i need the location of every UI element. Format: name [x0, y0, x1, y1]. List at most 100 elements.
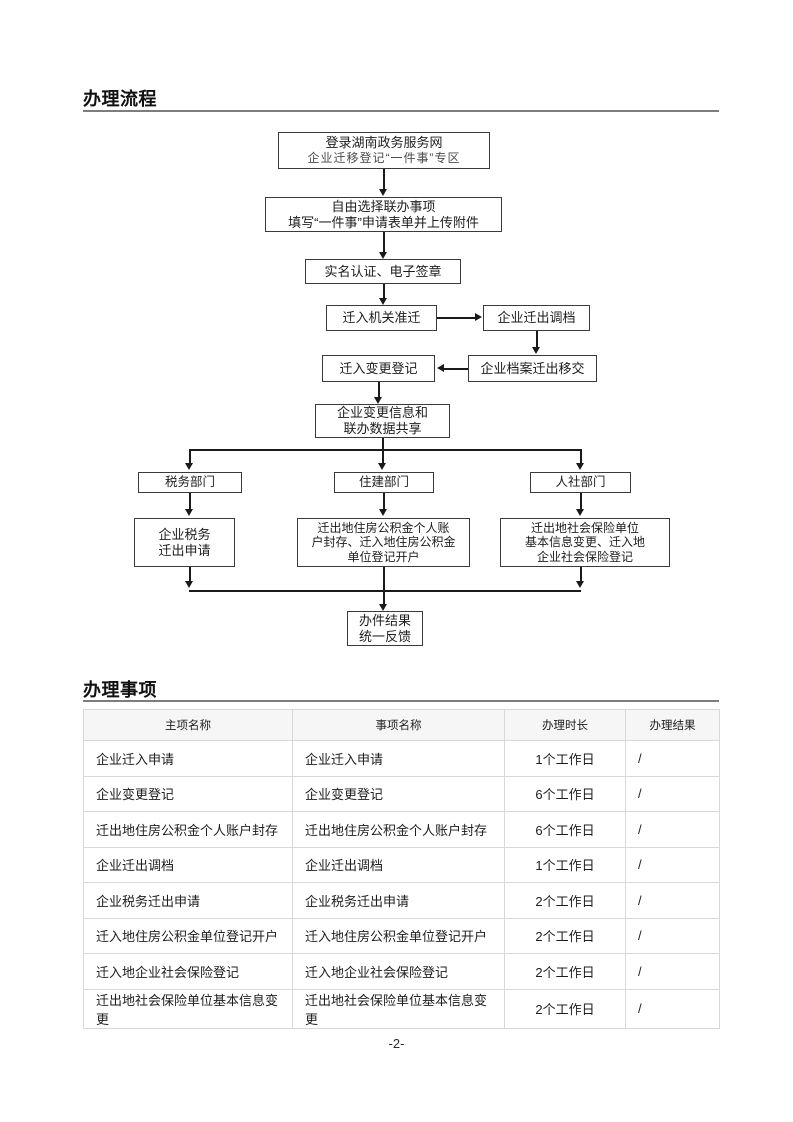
flow-node-dept-tax-line1: 税务部门 — [164, 474, 215, 489]
cell-result: / — [625, 775, 720, 812]
cell-duration: 2个工作日 — [504, 988, 626, 1029]
flow-node-login-line1: 登录湖南政务服务网 — [325, 135, 443, 151]
cell-result: / — [625, 917, 720, 954]
flow-node-hr-detail: 迁出地社会保险单位 基本信息变更、迁入地 企业社会保险登记 — [500, 518, 670, 567]
arrow-down-icon — [374, 397, 382, 404]
flow-node-result-line2: 统一反馈 — [358, 628, 411, 644]
flow-node-approve-in-line1: 迁入机关准迁 — [342, 310, 421, 326]
arrow-down-icon — [185, 463, 193, 470]
arrow-down-icon — [576, 581, 584, 588]
flow-node-tax-detail-line1: 企业税务 — [158, 526, 211, 542]
flow-node-archive-handover: 企业档案迁出移交 — [468, 355, 597, 382]
table-header-main-item: 主项名称 — [83, 709, 293, 741]
cell-duration: 6个工作日 — [504, 775, 626, 812]
cell-duration: 1个工作日 — [504, 740, 626, 777]
table-header-result: 办理结果 — [625, 709, 720, 741]
flow-node-hr-detail-line1: 迁出地社会保险单位 — [530, 520, 639, 535]
flow-node-login-line2: 企业迁移登记“一件事”专区 — [307, 151, 461, 166]
section-rule-flow — [83, 110, 719, 112]
cell-item-name: 迁入地企业社会保险登记 — [292, 953, 505, 990]
connector-login-to-select — [383, 169, 385, 190]
cell-duration: 6个工作日 — [504, 811, 626, 848]
flow-node-share-data-line1: 企业变更信息和 — [336, 405, 428, 421]
cell-result: / — [625, 953, 720, 990]
process-flowchart: 登录湖南政务服务网 企业迁移登记“一件事”专区 自由选择联办事项 填写“一件事”… — [134, 132, 670, 646]
flow-node-dept-housing: 住建部门 — [334, 472, 434, 493]
flow-node-result-line1: 办件结果 — [358, 612, 411, 628]
connector-change-register-to-share — [378, 382, 380, 398]
connector-transfer-to-archive — [536, 331, 538, 348]
flow-node-hr-detail-line2: 基本信息变更、迁入地 — [524, 535, 645, 550]
arrow-down-icon — [532, 347, 540, 354]
flow-node-housing-detail: 迁出地住房公积金个人账 户封存、迁入地住房公积金 单位登记开户 — [297, 518, 470, 567]
arrow-down-icon — [379, 252, 387, 259]
arrow-down-icon — [379, 298, 387, 305]
flow-node-transfer-out-file-line1: 企业迁出调档 — [497, 310, 576, 326]
table-header-duration: 办理时长 — [504, 709, 626, 741]
cell-duration: 2个工作日 — [504, 953, 626, 990]
cell-result: / — [625, 740, 720, 777]
arrow-down-icon — [379, 189, 387, 196]
cell-item-name: 迁出地住房公积金个人账户封存 — [292, 811, 505, 848]
cell-main-item: 迁出地住房公积金个人账户封存 — [83, 811, 293, 848]
flow-node-select-fill: 自由选择联办事项 填写“一件事”申请表单并上传附件 — [265, 197, 502, 232]
cell-result: / — [625, 811, 720, 848]
arrow-left-icon — [437, 364, 444, 372]
connector-housing-to-detail — [383, 493, 385, 510]
cell-item-name: 迁入地住房公积金单位登记开户 — [292, 917, 505, 954]
connector-merge-bus — [189, 590, 581, 592]
flow-node-login: 登录湖南政务服务网 企业迁移登记“一件事”专区 — [278, 132, 490, 169]
flow-node-share-data: 企业变更信息和 联办数据共享 — [315, 404, 450, 438]
arrow-down-icon — [576, 463, 584, 470]
cell-result: / — [625, 846, 720, 883]
cell-main-item: 企业迁出调档 — [83, 846, 293, 883]
cell-main-item: 迁入地企业社会保险登记 — [83, 953, 293, 990]
connector-drop-hr — [580, 449, 582, 464]
flow-node-tax-detail-line2: 迁出申请 — [158, 542, 211, 558]
cell-main-item: 企业迁入申请 — [83, 740, 293, 777]
flow-node-share-data-line2: 联办数据共享 — [343, 421, 422, 436]
flow-node-archive-handover-line1: 企业档案迁出移交 — [480, 360, 585, 376]
cell-main-item: 迁出地社会保险单位基本信息变更 — [83, 988, 293, 1029]
flow-node-result: 办件结果 统一反馈 — [347, 611, 423, 646]
connector-tax-detail-down — [189, 567, 191, 584]
arrow-down-icon — [379, 509, 387, 516]
flow-node-dept-housing-line1: 住建部门 — [358, 474, 409, 489]
section-rule-items — [83, 700, 719, 702]
cell-result: / — [625, 882, 720, 919]
arrow-right-icon — [475, 313, 482, 321]
cell-result: / — [625, 988, 720, 1029]
arrow-down-icon — [378, 463, 386, 470]
flow-node-housing-detail-line3: 单位登记开户 — [347, 549, 420, 564]
connector-approve-to-transfer — [437, 317, 476, 319]
cell-main-item: 企业税务迁出申请 — [83, 882, 293, 919]
page-number: -2- — [388, 1036, 405, 1051]
flow-node-change-register-in-line1: 迁入变更登记 — [339, 360, 418, 376]
cell-item-name: 企业迁出调档 — [292, 846, 505, 883]
table-header-row: 主项名称 事项名称 办理时长 办理结果 — [83, 709, 720, 741]
flow-node-select-fill-line1: 自由选择联办事项 — [331, 198, 436, 214]
arrow-down-icon — [185, 581, 193, 588]
cell-item-name: 企业税务迁出申请 — [292, 882, 505, 919]
connector-hr-to-detail — [580, 493, 582, 510]
table-header-item-name: 事项名称 — [292, 709, 505, 741]
flow-node-tax-detail: 企业税务 迁出申请 — [134, 518, 235, 567]
connector-housing-detail-down — [383, 567, 385, 606]
connector-drop-housing — [382, 449, 384, 464]
flow-node-transfer-out-file: 企业迁出调档 — [483, 305, 590, 331]
connector-tax-to-detail — [189, 493, 191, 510]
connector-select-to-auth — [383, 232, 385, 253]
connector-auth-to-approve — [383, 284, 385, 299]
arrow-down-icon — [379, 604, 387, 611]
flow-node-auth-line1: 实名认证、电子签章 — [324, 263, 442, 279]
cell-duration: 2个工作日 — [504, 917, 626, 954]
